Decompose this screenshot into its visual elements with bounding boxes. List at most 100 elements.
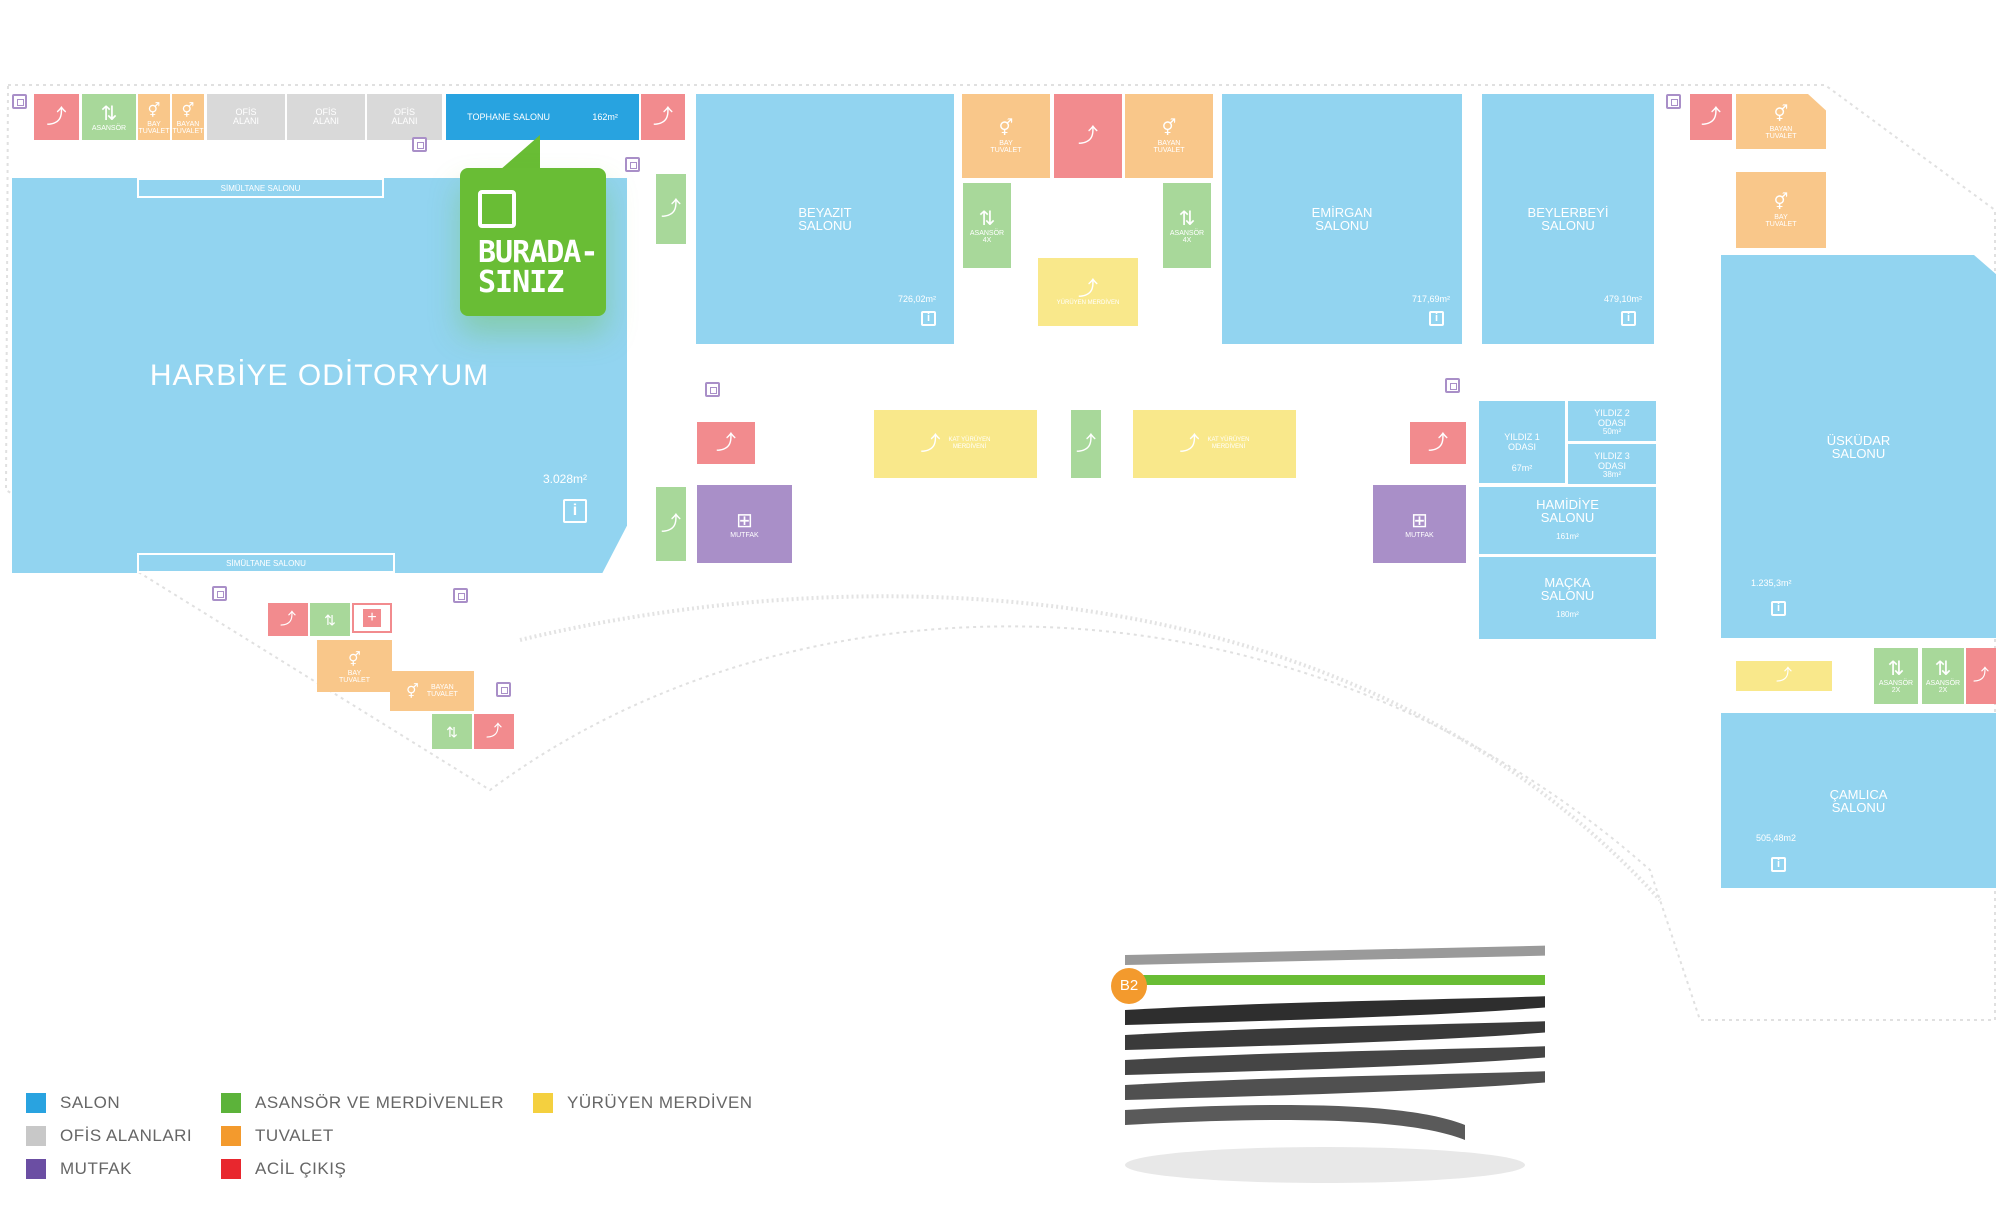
- exit-sign-icon: [496, 682, 511, 697]
- elevator[interactable]: ⇅ASANSÖR 4X: [1163, 183, 1211, 268]
- stairs-icon: ⤴: [716, 432, 736, 454]
- info-icon[interactable]: i: [563, 499, 587, 523]
- legend-escalator: YÜRÜYEN MERDİVEN: [533, 1093, 753, 1113]
- info-icon[interactable]: i: [1621, 311, 1636, 326]
- elevator-label: ASANSÖR 2X: [1878, 680, 1914, 694]
- simultaneous-room-bottom[interactable]: SİMÜLTANE SALONU: [137, 553, 395, 573]
- men-toilet[interactable]: ⚥BAY TUVALET: [138, 94, 170, 140]
- toilet-icon: ⚥: [147, 102, 161, 118]
- beyazit-room[interactable]: BEYAZIT SALONU 726,02m² i: [696, 94, 954, 344]
- camlica-room[interactable]: ÇAMLICA SALONU 505,48m2 i: [1721, 713, 1996, 888]
- stairs[interactable]: ⤴: [34, 94, 79, 140]
- stairs-icon: ⤴: [1076, 433, 1096, 455]
- elevator[interactable]: ⇅ASANSÖR 2X: [1874, 648, 1918, 704]
- kitchen-icon: ⊞: [1411, 509, 1428, 532]
- floor-escalator[interactable]: ⤴KAT YÜRÜYEN MERDİVENİ: [874, 410, 1037, 478]
- yildiz-1-area: 67m²: [1511, 463, 1533, 473]
- women-toilet[interactable]: ⚥BAYAN TUVALET: [172, 94, 204, 140]
- yildiz-3-area: 38m²: [1602, 469, 1622, 479]
- floor-stack-diagram: [1125, 945, 1545, 1183]
- legend-office: OFİS ALANLARI: [26, 1126, 192, 1146]
- emirgan-room[interactable]: EMİRGAN SALONU 717,69m² i: [1222, 94, 1462, 344]
- kitchen[interactable]: ⊞MUTFAK: [697, 485, 792, 563]
- exit-sign-icon: [1666, 94, 1681, 109]
- legend-toilet: TUVALET: [221, 1126, 334, 1146]
- emirgan-area: 717,69m²: [1411, 294, 1450, 304]
- toilet-icon: ⚥: [1773, 194, 1789, 211]
- tophane-area: 162m²: [592, 111, 618, 122]
- floor-escalator-label: KAT YÜRÜYEN MERDİVENİ: [948, 437, 991, 450]
- simultaneous-label: SİMÜLTANE SALONU: [220, 183, 301, 193]
- stairs-green[interactable]: ⤴: [1071, 410, 1101, 478]
- floor-escalator[interactable]: ⤴KAT YÜRÜYEN MERDİVENİ: [1133, 410, 1296, 478]
- men-toilet-label: BAY TUVALET: [1765, 214, 1797, 228]
- macka-room[interactable]: MAÇKA SALONU 180m²: [1479, 557, 1656, 639]
- simultaneous-room-top[interactable]: SİMÜLTANE SALONU: [137, 178, 384, 198]
- escalator[interactable]: ⤴YÜRÜYEN MERDİVEN: [1038, 258, 1138, 326]
- escalator[interactable]: ⤴: [1736, 661, 1832, 691]
- women-toilet[interactable]: ⚥BAYAN TUVALET: [1125, 94, 1213, 178]
- stairs[interactable]: ⤴: [268, 603, 308, 636]
- yildiz-3-room[interactable]: YILDIZ 3 ODASI 38m²: [1568, 444, 1656, 484]
- office-label: OFİS ALANI: [312, 107, 339, 126]
- kitchen[interactable]: ⊞MUTFAK: [1373, 485, 1466, 563]
- stairs[interactable]: ⤴: [1410, 422, 1466, 464]
- stairs[interactable]: ⤴: [1690, 94, 1732, 140]
- info-icon[interactable]: i: [1429, 311, 1444, 326]
- elevator[interactable]: ⇅ASANSÖR: [82, 94, 136, 140]
- escalator-label: YÜRÜYEN MERDİVEN: [1056, 299, 1120, 306]
- stairs-green[interactable]: ⤴: [656, 487, 686, 561]
- info-icon[interactable]: i: [1771, 857, 1786, 872]
- beylerbeyi-room[interactable]: BEYLERBEYİ SALONU 479,10m² i: [1482, 94, 1654, 344]
- men-toilet[interactable]: ⚥BAY TUVALET: [317, 640, 392, 692]
- elevator[interactable]: ⇅ASANSÖR 2X: [1922, 648, 1964, 704]
- office-label: OFİS ALANI: [232, 107, 259, 126]
- elevator[interactable]: ⇅: [310, 603, 350, 636]
- elevator-icon: ⇅: [1178, 207, 1196, 230]
- info-icon[interactable]: i: [1771, 601, 1786, 616]
- yildiz-2-label: YILDIZ 2 ODASI: [1594, 407, 1630, 428]
- tophane-room[interactable]: TOPHANE SALONU 162m²: [446, 94, 639, 140]
- stairs-icon: ⤴: [46, 106, 67, 128]
- elevator[interactable]: ⇅ASANSÖR 4X: [963, 183, 1011, 268]
- men-toilet[interactable]: ⚥BAY TUVALET: [962, 94, 1050, 178]
- yildiz-1-room[interactable]: YILDIZ 1 ODASI 67m²: [1479, 401, 1565, 483]
- yildiz-2-room[interactable]: YILDIZ 2 ODASI 50m²: [1568, 401, 1656, 441]
- office-area[interactable]: OFİS ALANI: [287, 94, 365, 140]
- stairs-green[interactable]: ⤴: [656, 174, 686, 244]
- first-aid[interactable]: +: [352, 603, 392, 633]
- hamidiye-room[interactable]: HAMİDİYE SALONU 161m²: [1479, 487, 1656, 554]
- stairs[interactable]: ⤴: [641, 94, 685, 140]
- stairs[interactable]: ⤴: [697, 422, 755, 464]
- yildiz-3-label: YILDIZ 3 ODASI: [1594, 450, 1630, 471]
- elevator-icon: ⇅: [978, 207, 996, 230]
- stairs-icon: ⤴: [1972, 667, 1989, 684]
- floor-badge: B2: [1111, 968, 1147, 1004]
- macka-area: 180m²: [1556, 609, 1579, 619]
- legend-emergency-exit: ACİL ÇIKIŞ: [221, 1159, 346, 1179]
- beylerbeyi-label: BEYLERBEYİ SALONU: [1527, 205, 1609, 233]
- stairs-icon: ⤴: [1701, 106, 1721, 128]
- women-toilet[interactable]: ⚥BAYAN TUVALET: [1736, 94, 1826, 149]
- legend-label: MUTFAK: [60, 1159, 132, 1178]
- camlica-area: 505,48m2: [1756, 833, 1797, 843]
- women-toilet-label: BAYAN TUVALET: [1153, 140, 1185, 154]
- stairs[interactable]: ⤴: [474, 714, 514, 749]
- men-toilet[interactable]: ⚥ BAY TUVALET: [1736, 172, 1826, 248]
- exit-sign-icon: [453, 588, 468, 603]
- office-area[interactable]: OFİS ALANI: [207, 94, 285, 140]
- elevator[interactable]: ⇅: [432, 714, 472, 749]
- toilet-icon: ⚥: [998, 120, 1014, 137]
- info-icon[interactable]: i: [921, 311, 936, 326]
- women-toilet-label: BAYAN TUVALET: [1765, 125, 1797, 140]
- elevator-label: ASANSÖR: [91, 124, 127, 132]
- stairs[interactable]: ⤴: [1966, 648, 1996, 704]
- office-area[interactable]: OFİS ALANI: [367, 94, 442, 140]
- stairs[interactable]: ⤴: [1054, 94, 1122, 178]
- women-toilet[interactable]: ⚥BAYAN TUVALET: [390, 671, 474, 711]
- exit-sign-icon: [12, 94, 27, 109]
- escalator-icon: ⤴: [1179, 433, 1200, 455]
- hamidiye-label: HAMİDİYE SALONU: [1536, 497, 1599, 525]
- uskudar-room[interactable]: ÜSKÜDAR SALONU 1.235,3m² i: [1721, 255, 1996, 638]
